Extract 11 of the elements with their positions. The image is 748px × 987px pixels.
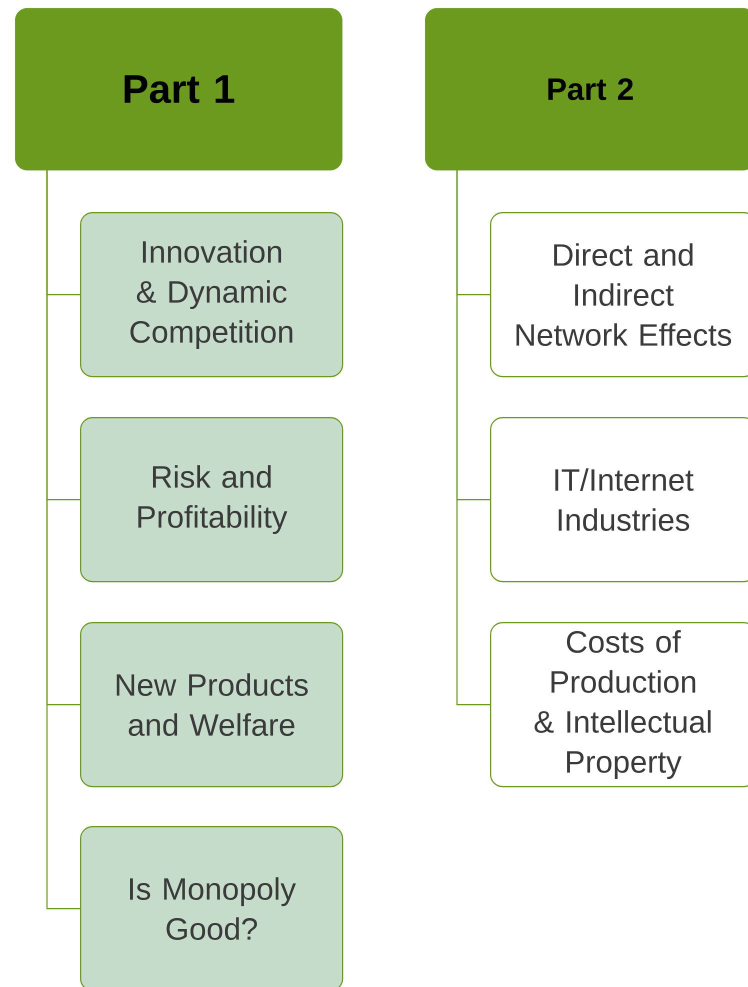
- topic-box: Risk and Profitability: [80, 417, 344, 582]
- connector-line: [46, 170, 80, 910]
- topic-box: Direct and Indirect Network Effects: [490, 212, 748, 378]
- connector-line: [456, 170, 490, 706]
- topic-box: Innovation & Dynamic Competition: [80, 212, 344, 378]
- header-box: Part 2: [425, 8, 748, 170]
- topic-box: Costs of Production & Intellectual Property: [490, 622, 748, 788]
- topic-box: New Products and Welfare: [80, 622, 344, 788]
- header-box: Part 1: [15, 8, 342, 170]
- topic-box: IT/Internet Industries: [490, 417, 748, 582]
- topic-box: Is Monopoly Good?: [80, 826, 344, 987]
